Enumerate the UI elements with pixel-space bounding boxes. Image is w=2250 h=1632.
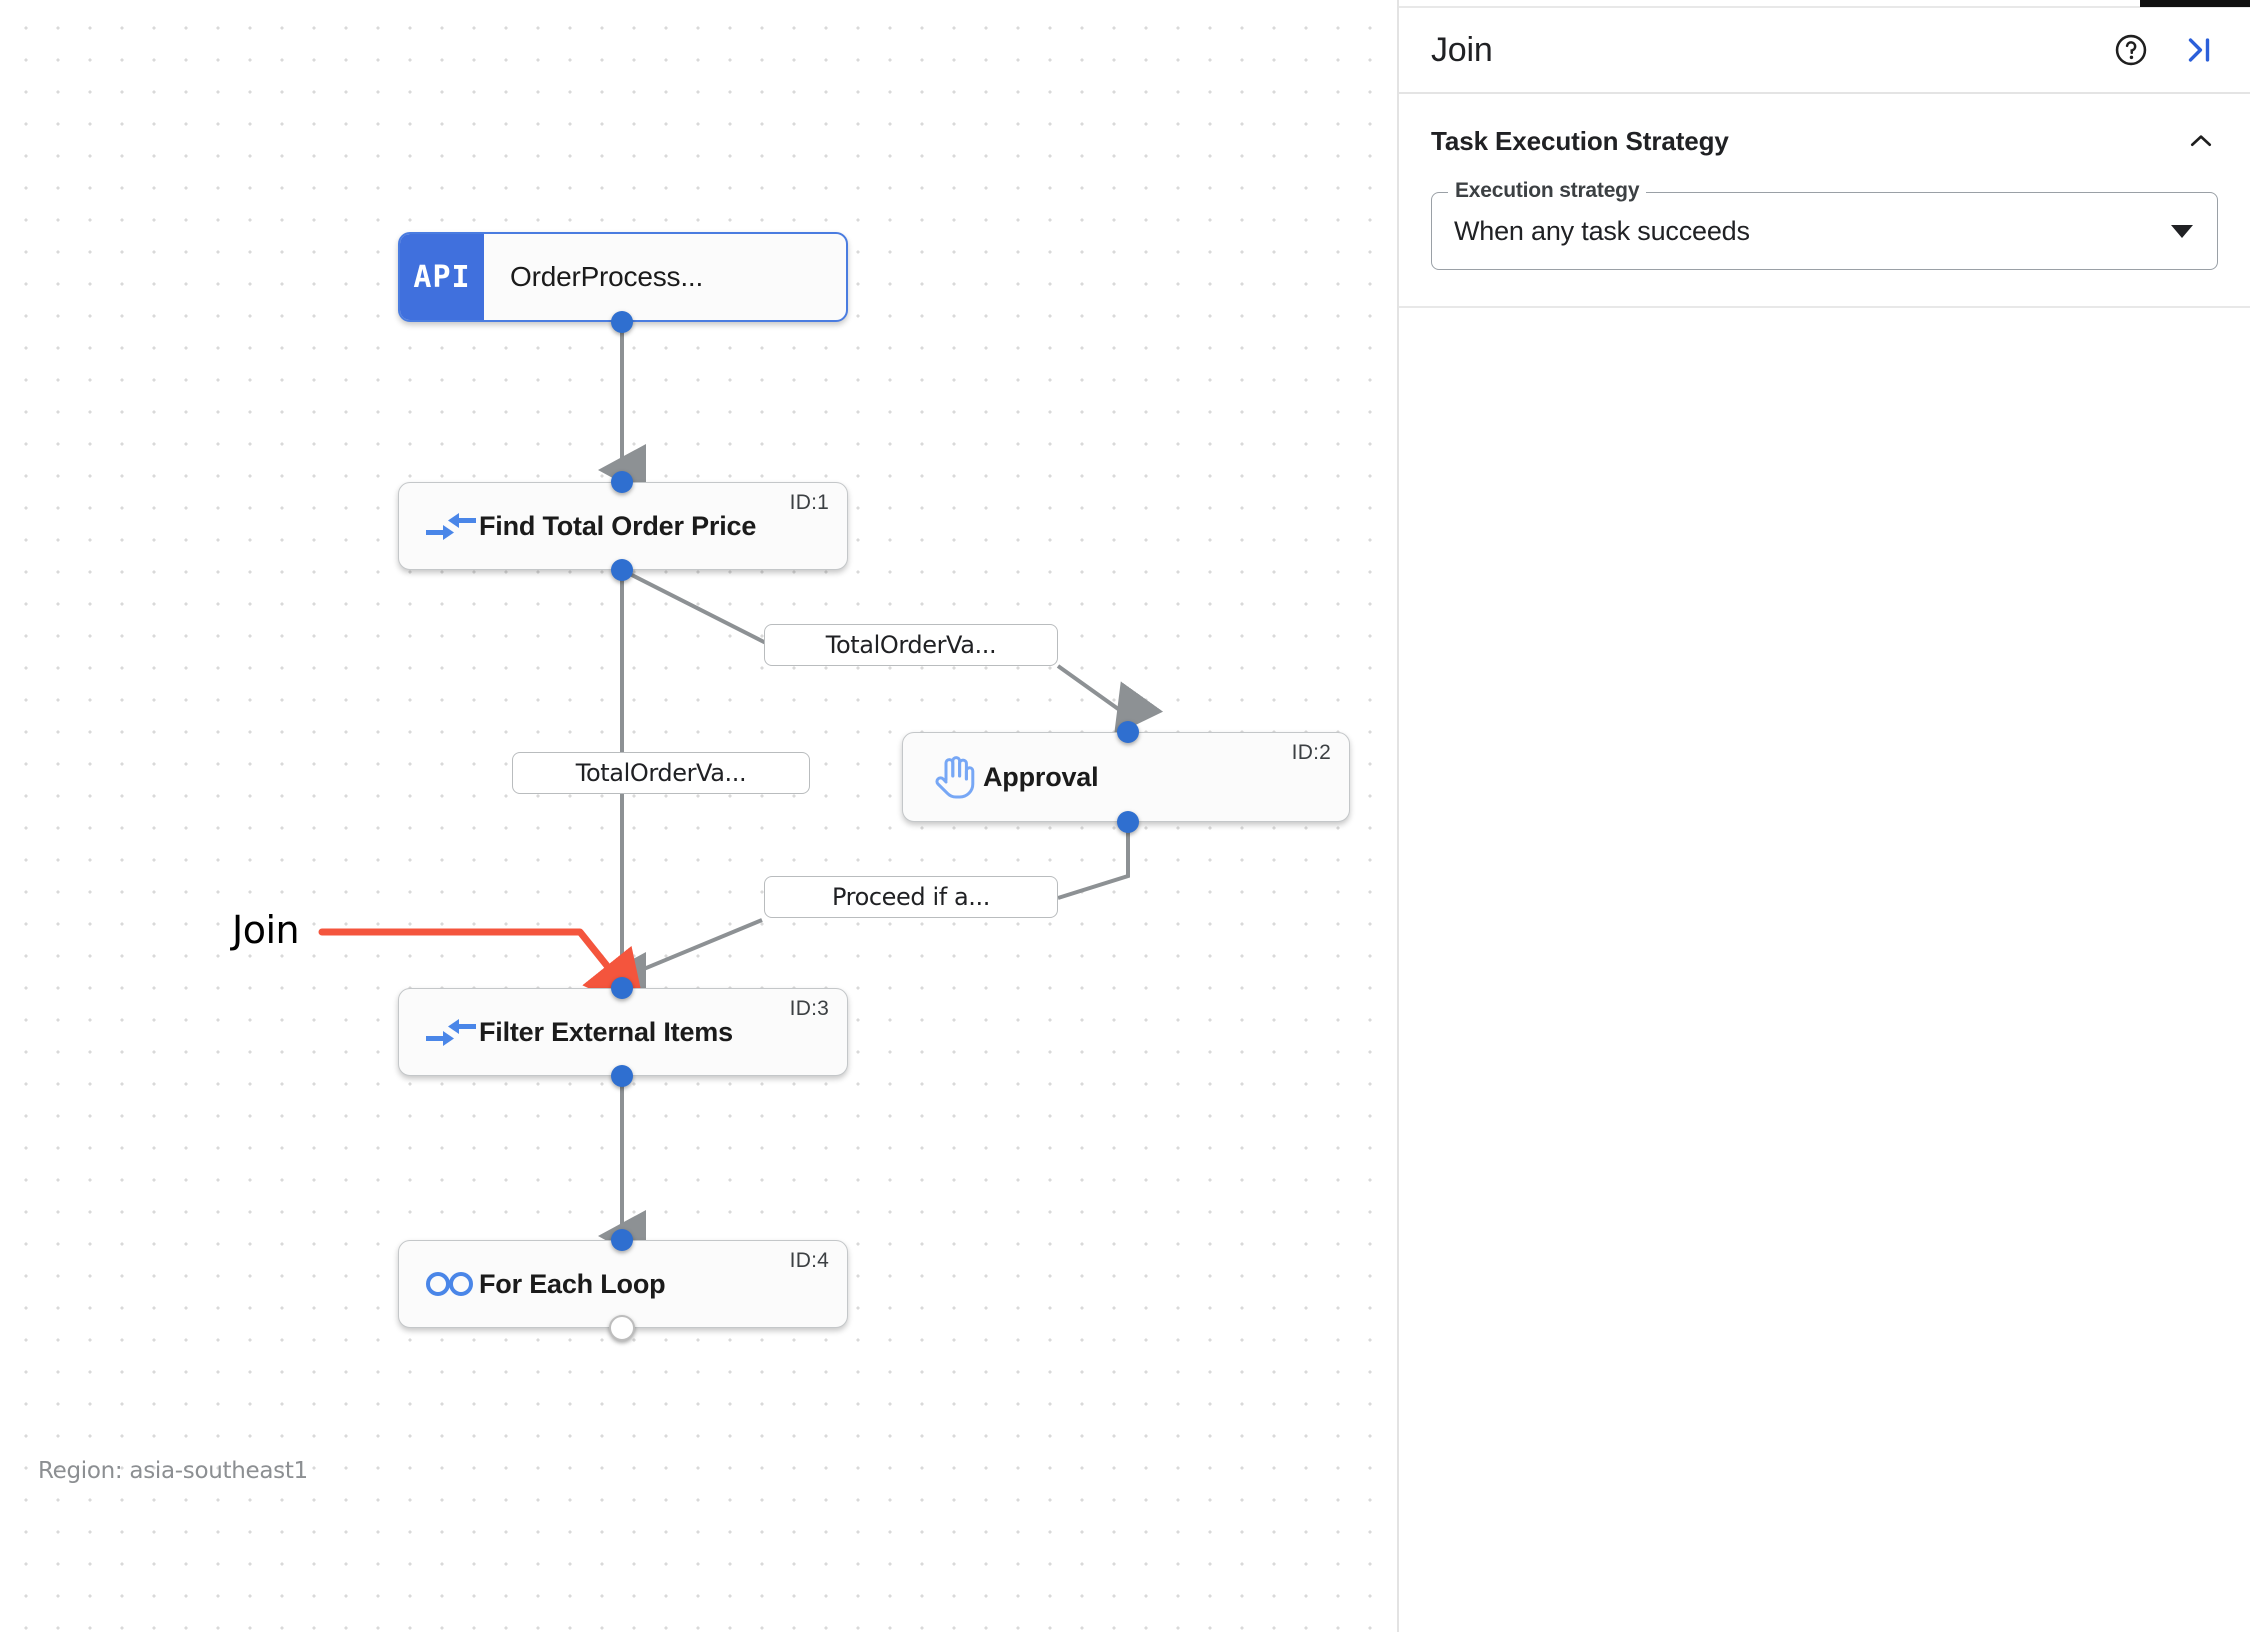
node-label: For Each Loop xyxy=(479,1268,666,1299)
node-approval[interactable]: Approval ID:2 xyxy=(902,732,1350,822)
panel-header-actions xyxy=(2112,31,2218,69)
port-task4-out[interactable] xyxy=(609,1315,635,1341)
port-task1-in[interactable] xyxy=(611,471,633,493)
infinity-loop-icon xyxy=(423,1261,479,1307)
annotation-join-label: Join xyxy=(232,908,300,952)
filter-merge-icon xyxy=(423,1009,479,1055)
port-task1-out[interactable] xyxy=(611,559,633,581)
node-label: Filter External Items xyxy=(479,1016,733,1047)
panel-header: Join xyxy=(1399,8,2250,94)
section-header[interactable]: Task Execution Strategy xyxy=(1399,94,2250,158)
node-label: Find Total Order Price xyxy=(479,510,757,541)
filter-merge-icon xyxy=(423,503,479,549)
node-id-badge: ID:2 xyxy=(1291,741,1331,764)
flow-canvas[interactable]: API OrderProcess... Find Total Order Pri… xyxy=(0,0,1399,1632)
node-api-trigger[interactable]: API OrderProcess... xyxy=(398,232,848,322)
execution-strategy-select[interactable]: Execution strategy When any task succeed… xyxy=(1431,179,2218,270)
chevron-up-icon[interactable] xyxy=(2184,124,2218,158)
port-approval-out[interactable] xyxy=(1117,811,1139,833)
node-label: OrderProcess... xyxy=(510,261,704,292)
panel-title: Join xyxy=(1431,30,1493,69)
window-edge-marker xyxy=(2140,0,2250,7)
node-find-total-order-price[interactable]: Find Total Order Price ID:1 xyxy=(398,482,848,570)
hand-approval-icon xyxy=(927,754,983,800)
edge-label-totalordervalue-2[interactable]: TotalOrderVa... xyxy=(512,752,810,794)
node-id-badge: ID:1 xyxy=(789,491,829,514)
section-title: Task Execution Strategy xyxy=(1431,125,1729,156)
port-task4-in[interactable] xyxy=(611,1229,633,1251)
port-approval-in[interactable] xyxy=(1117,721,1139,743)
region-caption: Region: asia-southeast1 xyxy=(38,1458,308,1484)
node-filter-external-items[interactable]: Filter External Items ID:3 xyxy=(398,988,848,1076)
panel-top-divider xyxy=(1399,6,2250,8)
execution-strategy-label: Execution strategy xyxy=(1448,179,1647,203)
edge-label-proceed-if-approved[interactable]: Proceed if a... xyxy=(764,876,1058,918)
task-execution-strategy-section: Task Execution Strategy Execution strate… xyxy=(1399,94,2250,308)
details-panel: Join Task Execu xyxy=(1399,0,2250,1632)
node-id-badge: ID:4 xyxy=(789,1249,829,1272)
collapse-right-icon[interactable] xyxy=(2180,31,2218,69)
port-trigger-out[interactable] xyxy=(611,311,633,333)
port-task3-out[interactable] xyxy=(611,1065,633,1087)
node-id-badge: ID:3 xyxy=(789,997,829,1020)
node-label: Approval xyxy=(983,761,1099,792)
api-badge-icon: API xyxy=(400,234,484,320)
edge-label-totalordervalue-1[interactable]: TotalOrderVa... xyxy=(764,624,1058,666)
port-task3-in[interactable] xyxy=(611,977,633,999)
chevron-down-icon[interactable] xyxy=(2171,224,2193,238)
help-circle-icon[interactable] xyxy=(2112,31,2150,69)
execution-strategy-value: When any task succeeds xyxy=(1454,215,1750,246)
